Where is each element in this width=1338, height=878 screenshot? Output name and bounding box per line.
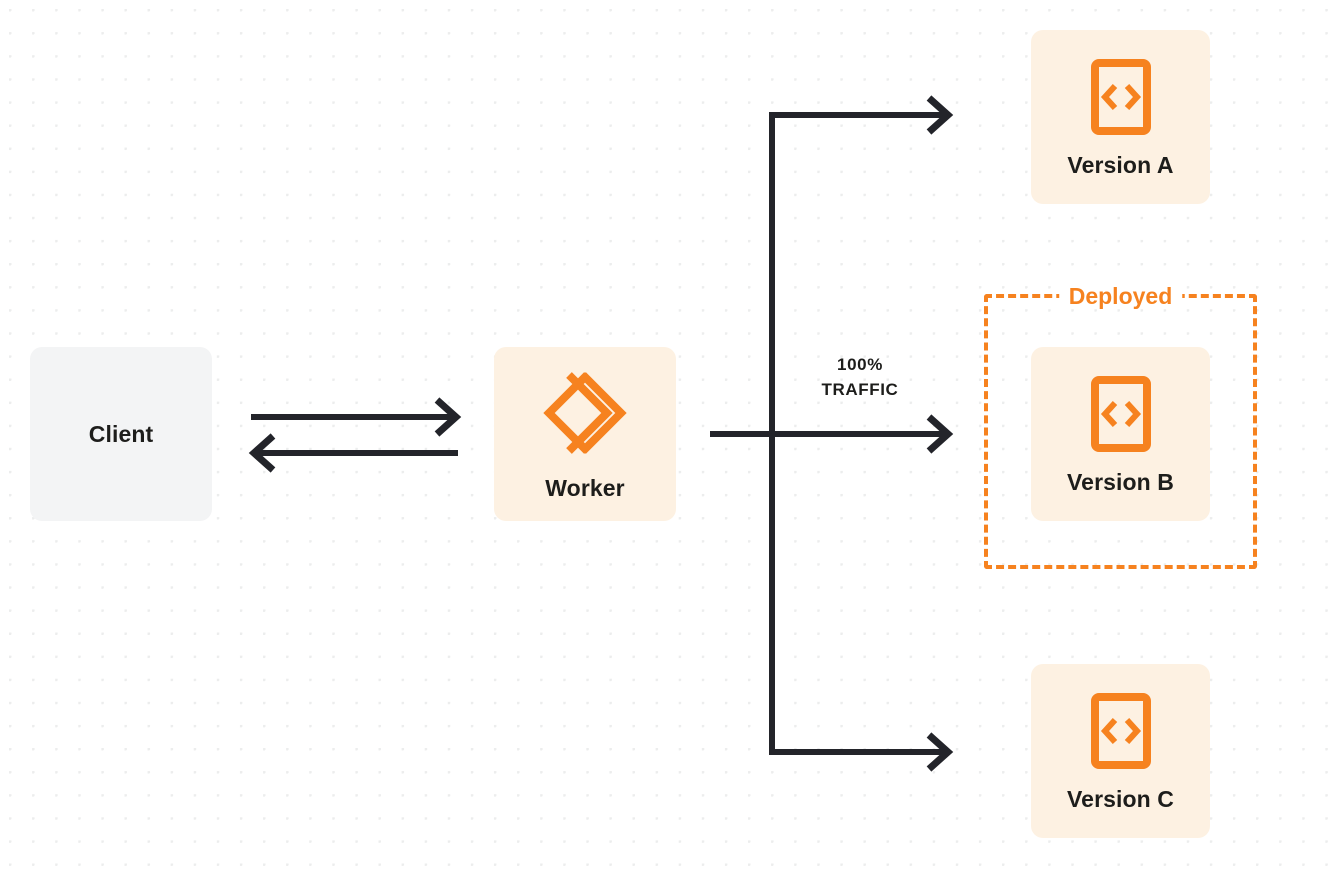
- node-version-a-label: Version A: [1067, 151, 1174, 178]
- node-version-b[interactable]: Version B: [1031, 347, 1210, 521]
- node-version-c[interactable]: Version C: [1031, 664, 1210, 838]
- node-client-label: Client: [88, 420, 154, 447]
- traffic-caption: TRAFFIC: [821, 379, 899, 399]
- edge-worker-to-version-c: [769, 732, 954, 772]
- deployed-group: Deployed: [984, 285, 1257, 569]
- deployed-group-label: Deployed: [1058, 285, 1183, 308]
- edge-worker-to-version-a: [769, 95, 954, 135]
- node-version-c-label: Version C: [1067, 785, 1174, 812]
- node-version-b-label: Version B: [1067, 468, 1174, 495]
- edge-worker-to-client: [248, 433, 458, 473]
- code-file-icon: [1090, 375, 1152, 453]
- node-worker-label: Worker: [545, 474, 625, 501]
- edge-worker-to-version-b: [710, 414, 954, 454]
- code-file-icon: [1090, 692, 1152, 770]
- code-file-icon: [1090, 58, 1152, 136]
- node-client[interactable]: Client: [30, 347, 212, 521]
- node-version-a[interactable]: Version A: [1031, 30, 1210, 204]
- edge-client-to-worker: [251, 397, 462, 437]
- traffic-annotation: 100% TRAFFIC: [760, 353, 960, 402]
- traffic-percent: 100%: [837, 355, 883, 374]
- cloudflare-workers-logo-icon: [539, 369, 631, 457]
- node-worker[interactable]: Worker: [494, 347, 676, 521]
